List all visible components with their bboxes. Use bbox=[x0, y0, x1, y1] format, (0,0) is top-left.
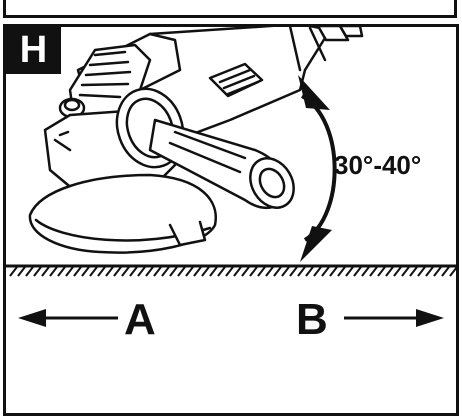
hatch-mark bbox=[241, 266, 250, 277]
hatch-mark bbox=[137, 266, 146, 277]
hatch-mark bbox=[97, 266, 106, 277]
hatch-mark bbox=[185, 266, 194, 277]
hatch-mark bbox=[337, 266, 346, 277]
hatch-mark bbox=[105, 266, 114, 277]
hatch-mark bbox=[153, 266, 162, 277]
hatch-mark bbox=[249, 266, 258, 277]
top-strip-frame bbox=[3, 0, 457, 18]
hatch-mark bbox=[257, 266, 266, 277]
hatch-mark bbox=[113, 266, 122, 277]
hatch-mark bbox=[225, 266, 234, 277]
hatch-mark bbox=[73, 266, 82, 277]
hatch-mark bbox=[401, 266, 410, 277]
hatch-mark bbox=[345, 266, 354, 277]
hatch-mark bbox=[305, 266, 314, 277]
hatch-mark bbox=[297, 266, 306, 277]
hatch-mark bbox=[33, 266, 42, 277]
hatch-mark bbox=[65, 266, 74, 277]
hatch-mark bbox=[289, 266, 298, 277]
hatch-mark bbox=[169, 266, 178, 277]
hatch-mark bbox=[9, 266, 18, 277]
disc-guard bbox=[28, 173, 217, 254]
angle-grinder-illustration bbox=[28, 27, 364, 254]
hatch-mark bbox=[441, 266, 450, 277]
hatch-mark bbox=[273, 266, 282, 277]
direction-label-a: A bbox=[124, 295, 156, 344]
hatch-mark bbox=[281, 266, 290, 277]
curved-double-arrow-icon bbox=[298, 75, 337, 262]
direction-label-b: B bbox=[296, 295, 328, 344]
hatch-mark bbox=[393, 266, 402, 277]
hatch-mark bbox=[361, 266, 370, 277]
hatch-mark bbox=[121, 266, 130, 277]
arrow-right-icon bbox=[344, 309, 444, 327]
hatch-mark bbox=[81, 266, 90, 277]
hatch-mark bbox=[193, 266, 202, 277]
hatch-mark bbox=[209, 266, 218, 277]
hatch-mark bbox=[409, 266, 418, 277]
angle-label: 30°-40° bbox=[334, 150, 421, 180]
surface-hatching bbox=[9, 266, 458, 277]
hatch-mark bbox=[353, 266, 362, 277]
hatch-mark bbox=[41, 266, 50, 277]
hatch-mark bbox=[49, 266, 58, 277]
hatch-mark bbox=[217, 266, 226, 277]
figure-label: H bbox=[6, 27, 61, 74]
hatch-mark bbox=[201, 266, 210, 277]
hatch-mark bbox=[377, 266, 386, 277]
hatch-mark bbox=[25, 266, 34, 277]
work-surface bbox=[6, 264, 458, 277]
hatch-mark bbox=[385, 266, 394, 277]
hatch-mark bbox=[417, 266, 426, 277]
hatch-mark bbox=[177, 266, 186, 277]
hatch-mark bbox=[57, 266, 66, 277]
arrow-left-icon bbox=[18, 309, 118, 327]
hatch-mark bbox=[433, 266, 442, 277]
hatch-mark bbox=[321, 266, 330, 277]
hatch-mark bbox=[17, 266, 26, 277]
hatch-mark bbox=[161, 266, 170, 277]
hatch-mark bbox=[449, 266, 458, 277]
hatch-mark bbox=[145, 266, 154, 277]
hatch-mark bbox=[313, 266, 322, 277]
hatch-mark bbox=[425, 266, 434, 277]
hatch-mark bbox=[129, 266, 138, 277]
hatch-mark bbox=[233, 266, 242, 277]
hatch-mark bbox=[369, 266, 378, 277]
hatch-mark bbox=[329, 266, 338, 277]
hatch-mark bbox=[265, 266, 274, 277]
hatch-mark bbox=[89, 266, 98, 277]
